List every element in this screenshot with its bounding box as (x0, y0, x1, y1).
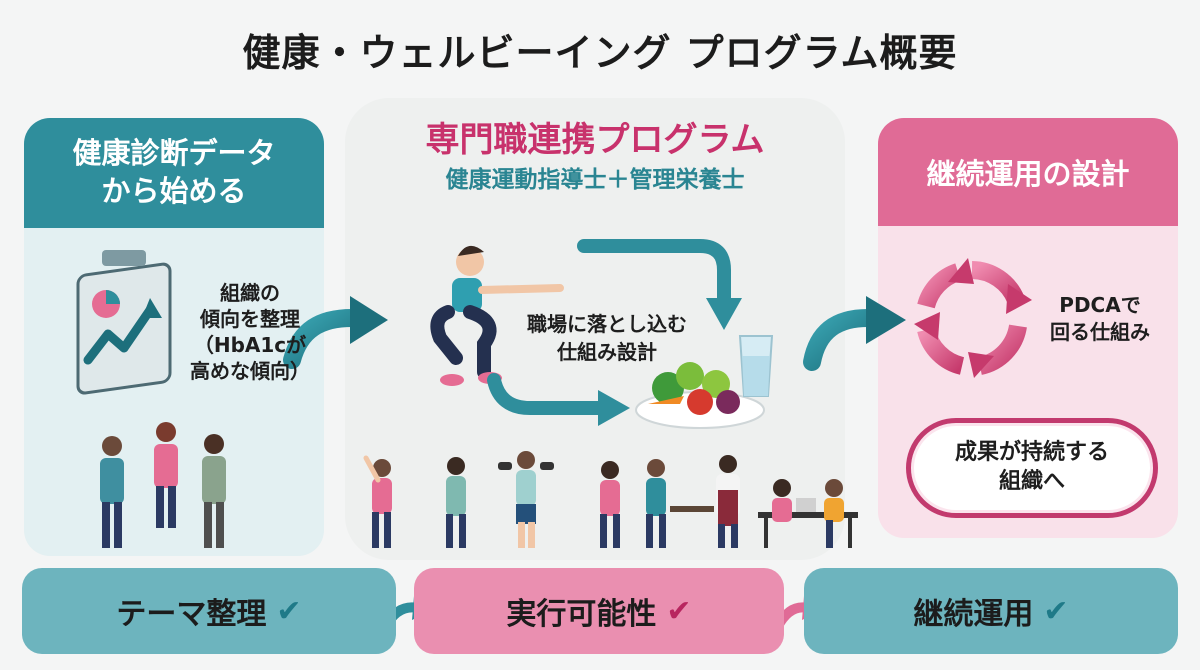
people-activities-icon (363, 451, 740, 548)
check-icon: ✔ (1043, 593, 1069, 629)
check-icon: ✔ (276, 593, 302, 629)
left-note-line2: 傾向を整理 (200, 307, 300, 331)
right-panel-heading: 継続運用の設計 (878, 118, 1178, 226)
page-title: 健康・ウェルビーイング プログラム概要 (242, 31, 958, 75)
bottom-bar-label: テーマ整理 (116, 597, 267, 632)
left-note-line3: （HbA1cが (193, 333, 307, 357)
clipboard-chart-icon (76, 250, 172, 395)
office-workers-icon (758, 479, 858, 548)
center-panel-note: 職場に落とし込む 仕組み設計 (492, 310, 722, 366)
water-glass-icon (738, 335, 774, 397)
left-note-line4: 高めな傾向） (190, 359, 310, 383)
center-note-line2: 仕組み設計 (557, 340, 657, 364)
center-panel-program (345, 98, 845, 560)
check-icon: ✔ (666, 593, 692, 629)
bottom-bar-label: 実行可能性 (506, 597, 657, 632)
right-note-line1: PDCAで (1059, 293, 1141, 317)
arrow-design-to-food-icon (487, 373, 607, 415)
people-group-left-icon (100, 422, 226, 548)
left-heading-line2: から始める (101, 174, 247, 208)
left-note-line1: 組織の (220, 281, 280, 305)
arrow-center-to-right-icon (803, 309, 877, 371)
center-note-line1: 職場に落とし込む (527, 312, 687, 336)
arrow-exercise-to-food-icon (577, 239, 731, 307)
bottom-bar-theme: テーマ整理 ✔ (22, 568, 396, 654)
right-panel-note: PDCAで 回る仕組み (1030, 292, 1170, 346)
pdca-cycle-icon (914, 258, 1032, 378)
squat-exercise-icon (430, 245, 564, 386)
left-panel-note: 組織の 傾向を整理 （HbA1cが 高めな傾向） (180, 280, 320, 384)
goal-badge: 成果が持続する 組織へ (906, 418, 1158, 518)
left-panel-health-data: 健康診断データ から始める (24, 118, 324, 556)
bottom-bar-label: 継続運用 (913, 597, 1034, 632)
bottom-bar-feasibility: 実行可能性 ✔ (414, 568, 784, 654)
center-panel-subheading: 健康運動指導士＋管理栄養士 (445, 167, 745, 193)
center-panel-heading: 専門職連携プログラム (425, 120, 765, 160)
right-note-line2: 回る仕組み (1050, 320, 1150, 344)
bottom-bar-operation: 継続運用 ✔ (804, 568, 1178, 654)
healthy-meal-icon (635, 362, 765, 429)
left-panel-heading: 健康診断データ から始める (24, 118, 324, 228)
goal-line1: 成果が持続する (954, 440, 1109, 466)
arrow-left-to-center-icon (283, 309, 361, 369)
left-heading-line1: 健康診断データ (72, 136, 276, 171)
goal-line2: 組織へ (998, 469, 1065, 494)
